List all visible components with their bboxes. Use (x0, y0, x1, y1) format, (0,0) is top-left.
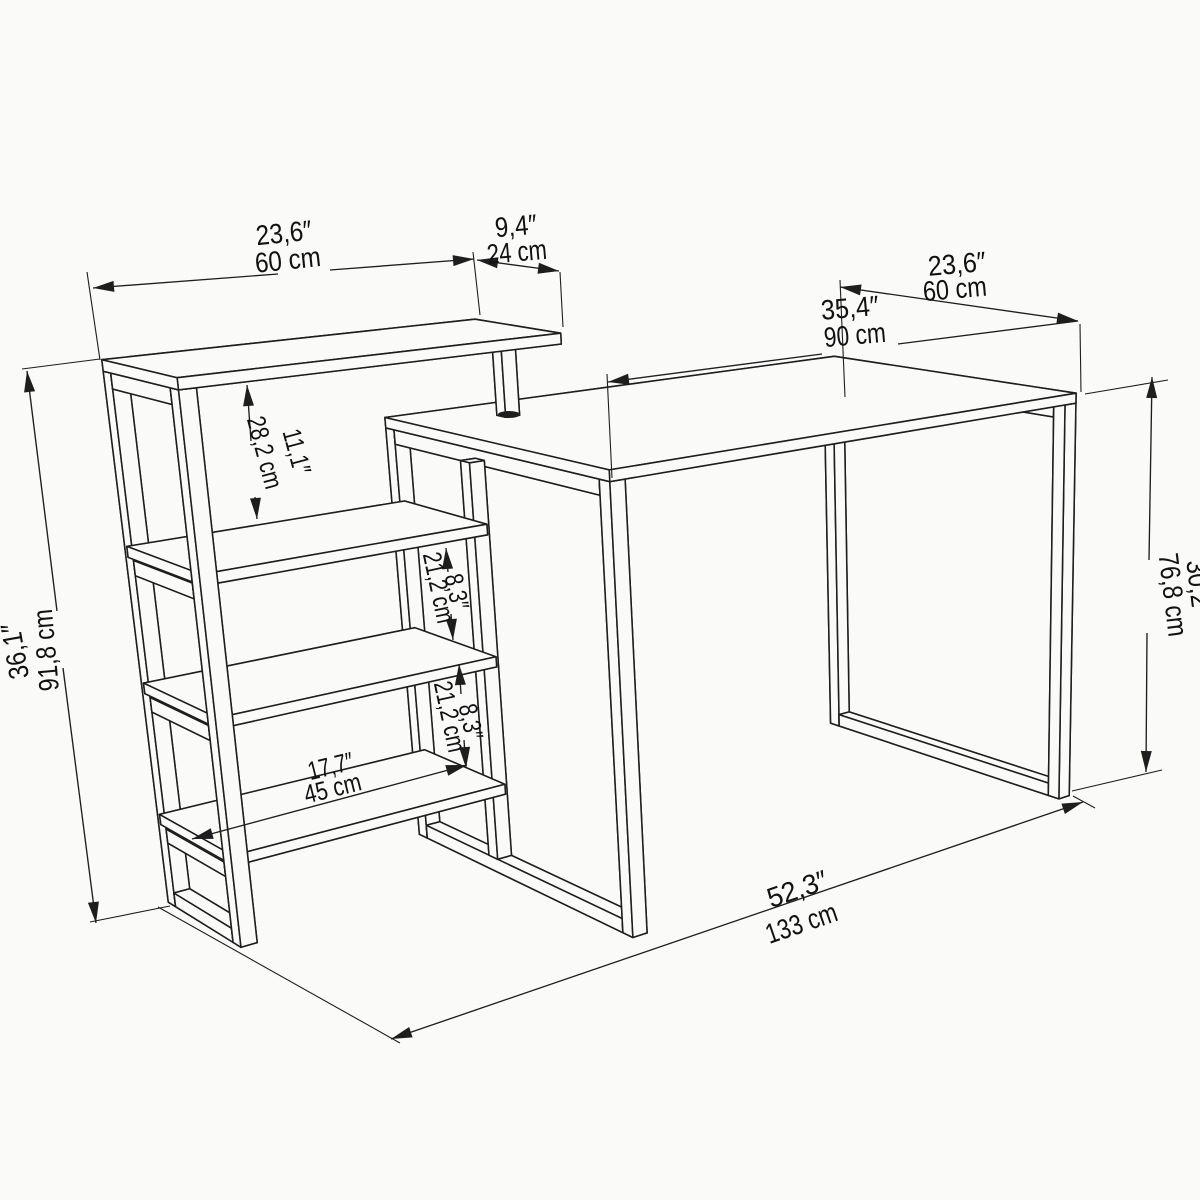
svg-text:90 cm: 90 cm (823, 317, 887, 353)
svg-text:91,8 cm: 91,8 cm (27, 608, 65, 692)
svg-text:35,4″: 35,4″ (820, 290, 881, 326)
svg-text:23,6″: 23,6″ (927, 246, 988, 282)
svg-text:23,6″: 23,6″ (254, 215, 313, 252)
svg-text:9,4″: 9,4″ (494, 209, 539, 244)
svg-text:24 cm: 24 cm (486, 234, 548, 270)
svg-text:8,3″: 8,3″ (439, 571, 476, 612)
svg-text:60 cm: 60 cm (253, 241, 322, 279)
svg-text:8,3″: 8,3″ (453, 701, 490, 742)
svg-text:60 cm: 60 cm (922, 271, 988, 307)
